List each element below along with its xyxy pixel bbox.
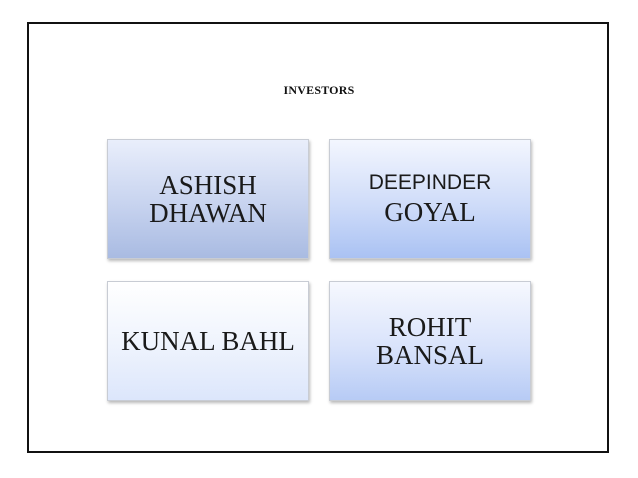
investor-name-line: BANSAL xyxy=(375,340,484,370)
investor-name: KUNAL BAHL xyxy=(121,325,295,356)
investor-name: DEEPINDER GOYAL xyxy=(368,170,492,227)
investor-name-line: ROHIT xyxy=(388,311,472,342)
investor-card-ashish-dhawan: ASHISH DHAWAN xyxy=(107,139,309,259)
investor-name-line: DHAWAN xyxy=(149,198,267,228)
investor-card-deepinder-goyal: DEEPINDER GOYAL xyxy=(329,139,531,259)
investor-card-kunal-bahl: KUNAL BAHL xyxy=(107,281,309,401)
investor-name-line: KUNAL BAHL xyxy=(121,325,295,356)
investor-card-rohit-bansal: ROHIT BANSAL xyxy=(329,281,531,401)
investor-name-line: ASHISH xyxy=(159,169,257,200)
slide-title: INVESTORS xyxy=(283,83,355,97)
investor-name-line: DEEPINDER xyxy=(368,170,492,194)
investor-name: ROHIT BANSAL xyxy=(375,311,484,370)
investor-name: ASHISH DHAWAN xyxy=(149,169,267,228)
investor-name-line: GOYAL xyxy=(384,196,476,227)
